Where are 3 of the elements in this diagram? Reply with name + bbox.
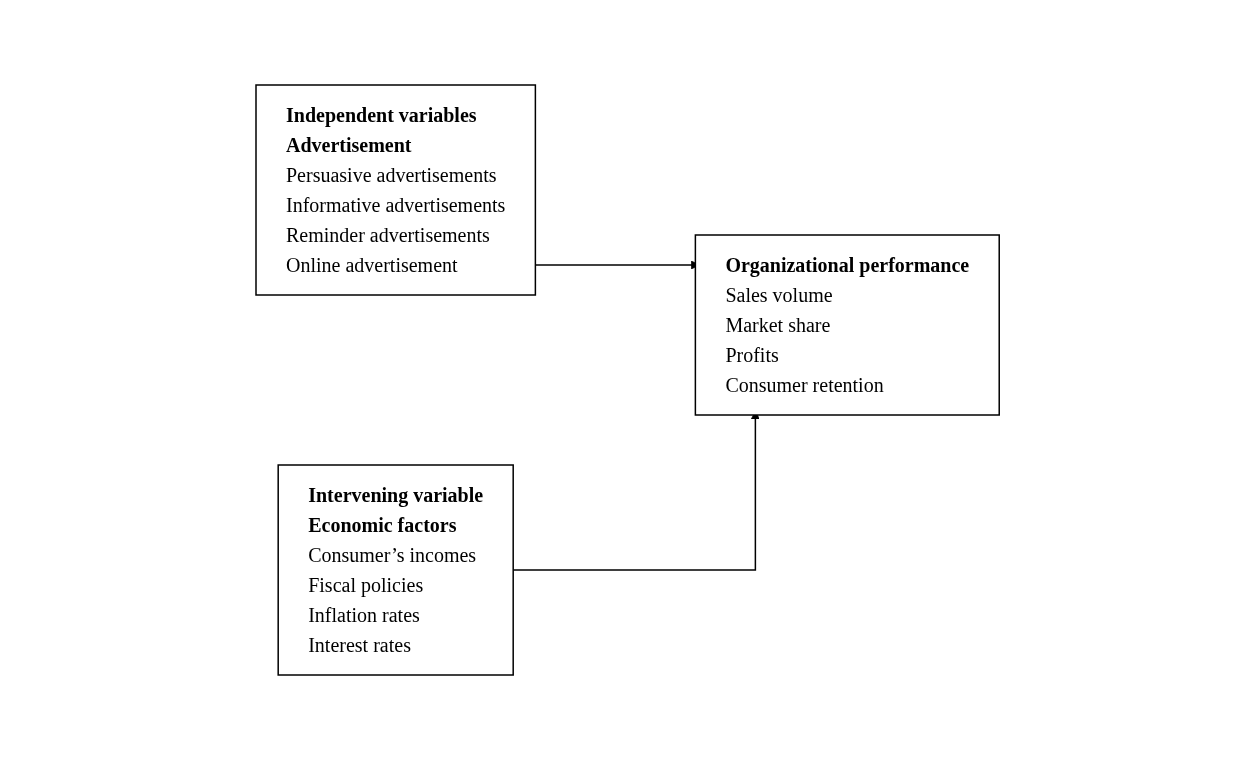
node-box: [277, 463, 514, 676]
node-box: [255, 83, 536, 296]
node-box: [694, 233, 1000, 416]
